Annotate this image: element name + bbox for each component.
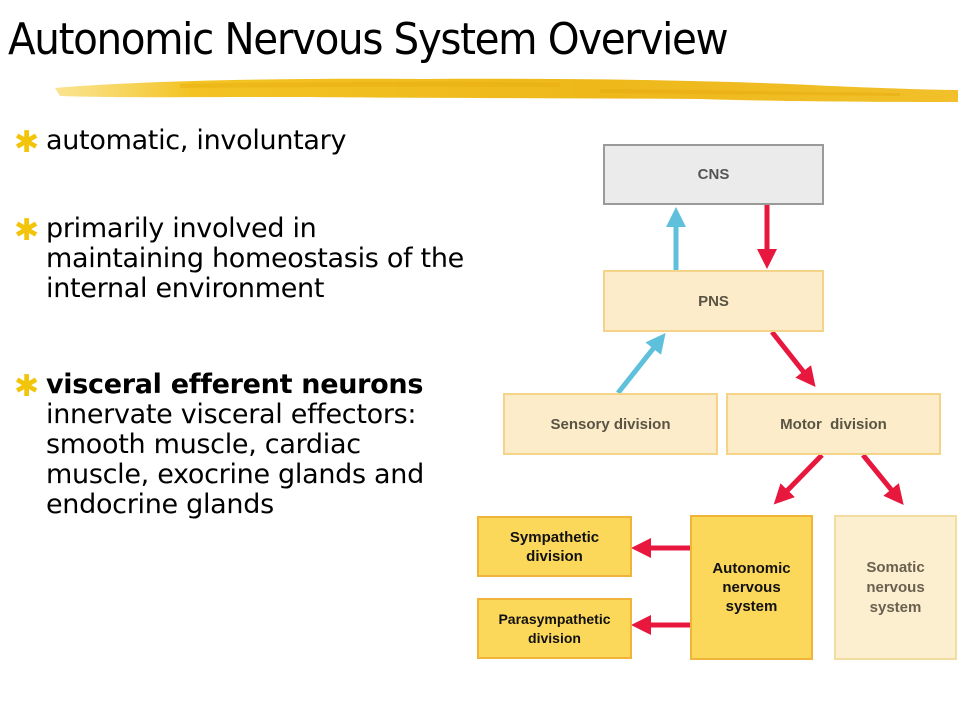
node-label: Autonomic nervous system — [712, 560, 791, 615]
arrow-sensory-to-pns — [616, 332, 666, 395]
node-pns: PNS — [603, 270, 824, 332]
arrow-motor-to-somatic — [861, 453, 904, 505]
nervous-system-diagram: CNS PNS Sensory division Motor division … — [470, 130, 960, 670]
bullet-list: ✱ automatic, involuntary ✱ primarily inv… — [14, 126, 464, 520]
node-motor-division: Motor division — [726, 393, 941, 455]
diagram-arrows — [616, 205, 904, 635]
node-cns: CNS — [603, 144, 824, 205]
node-label: Motor division — [780, 415, 887, 433]
bullet-text: automatic, involuntary — [46, 125, 347, 156]
node-label: PNS — [698, 292, 729, 310]
bullet-item: ✱ primarily involved in maintaining home… — [14, 214, 464, 304]
node-label: Somatic nervous system — [866, 558, 925, 616]
node-parasympathetic-division: Parasympathetic division — [477, 598, 632, 659]
arrow-pns-to-motor — [770, 330, 816, 388]
bullet-text: primarily involved in maintaining homeos… — [46, 213, 464, 304]
arrow-motor-to-autonomic — [773, 453, 824, 505]
bullet-text: innervate visceral effectors: smooth mus… — [46, 399, 424, 520]
node-label: Sympathetic division — [509, 528, 600, 565]
bullet-bold-term: visceral efferent neurons — [46, 369, 424, 400]
node-label: CNS — [697, 166, 730, 183]
node-sensory-division: Sensory division — [503, 393, 718, 455]
bullet-item: ✱ automatic, involuntary — [14, 125, 464, 160]
node-label: Sensory division — [550, 415, 671, 433]
asterisk-icon: ✱ — [14, 213, 39, 248]
node-autonomic-nervous-system: Autonomic nervous system — [690, 515, 813, 660]
slide-title: Autonomic Nervous System Overview — [8, 14, 729, 65]
brush-stroke-underline — [55, 78, 958, 102]
node-label: Parasympathetic division — [498, 610, 611, 646]
asterisk-icon: ✱ — [14, 369, 39, 404]
asterisk-icon: ✱ — [14, 125, 39, 160]
node-sympathetic-division: Sympathetic division — [477, 516, 632, 577]
bullet-item: ✱ visceral efferent neurons innervate vi… — [14, 370, 464, 520]
node-somatic-nervous-system: Somatic nervous system — [834, 515, 957, 660]
